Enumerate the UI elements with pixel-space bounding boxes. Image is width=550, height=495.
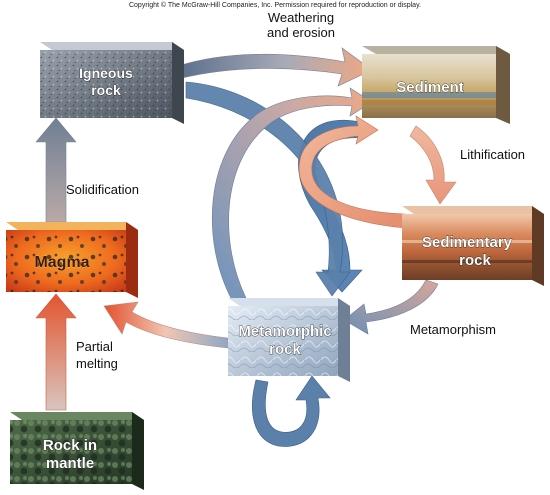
- metamorphism-label: Metamorphism: [410, 322, 496, 337]
- sedimentary-label-line2: rock: [459, 252, 491, 269]
- igneous-rock-block: [40, 42, 184, 124]
- mantle-label-line1: Rock in: [43, 437, 97, 454]
- arrow-solidification: [35, 117, 77, 223]
- weathering-label-line1: Weathering: [267, 10, 335, 25]
- weathering-label-line2: and erosion: [267, 25, 335, 40]
- sedimentary-label-line1: Sedimentary: [422, 234, 513, 251]
- igneous-label-line1: Igneous: [79, 65, 133, 81]
- arrow-metamorphic-to-sediment: [211, 87, 373, 301]
- weathering-erosion-label: Weathering and erosion: [246, 10, 356, 40]
- partial-label-line1: Partial: [76, 339, 113, 354]
- lithification-label: Lithification: [460, 147, 526, 162]
- sediment-block: [362, 46, 510, 124]
- arrow-sedimentary-to-sediment: [298, 115, 406, 229]
- mantle-label-line2: mantle: [46, 455, 94, 472]
- metamorphic-rock-block: [228, 298, 350, 382]
- arrow-lithification: [409, 125, 457, 205]
- partial-label-line2: melting: [76, 356, 118, 371]
- sediment-label: Sediment: [396, 79, 464, 96]
- sedimentary-rock-block: [402, 206, 544, 286]
- copyright-notice: Copyright © The McGraw-Hill Companies, I…: [128, 2, 421, 9]
- igneous-label-line2: rock: [91, 82, 121, 98]
- metamorphic-label-line1: Metamorphic: [238, 323, 331, 340]
- partial-melting-label: Partial melting: [76, 338, 118, 372]
- metamorphic-label-line2: rock: [269, 341, 301, 358]
- magma-block: [6, 222, 138, 298]
- magma-label: Magma: [34, 254, 89, 271]
- arrow-metamorphic-loop: [252, 375, 331, 447]
- arrow-partial-melting: [35, 293, 77, 411]
- solidification-label: Solidification: [66, 182, 139, 197]
- arrow-weathering-erosion: [177, 47, 373, 87]
- arrow-metamorphic-to-magma: [103, 301, 229, 349]
- rock-in-mantle-block: [10, 412, 144, 490]
